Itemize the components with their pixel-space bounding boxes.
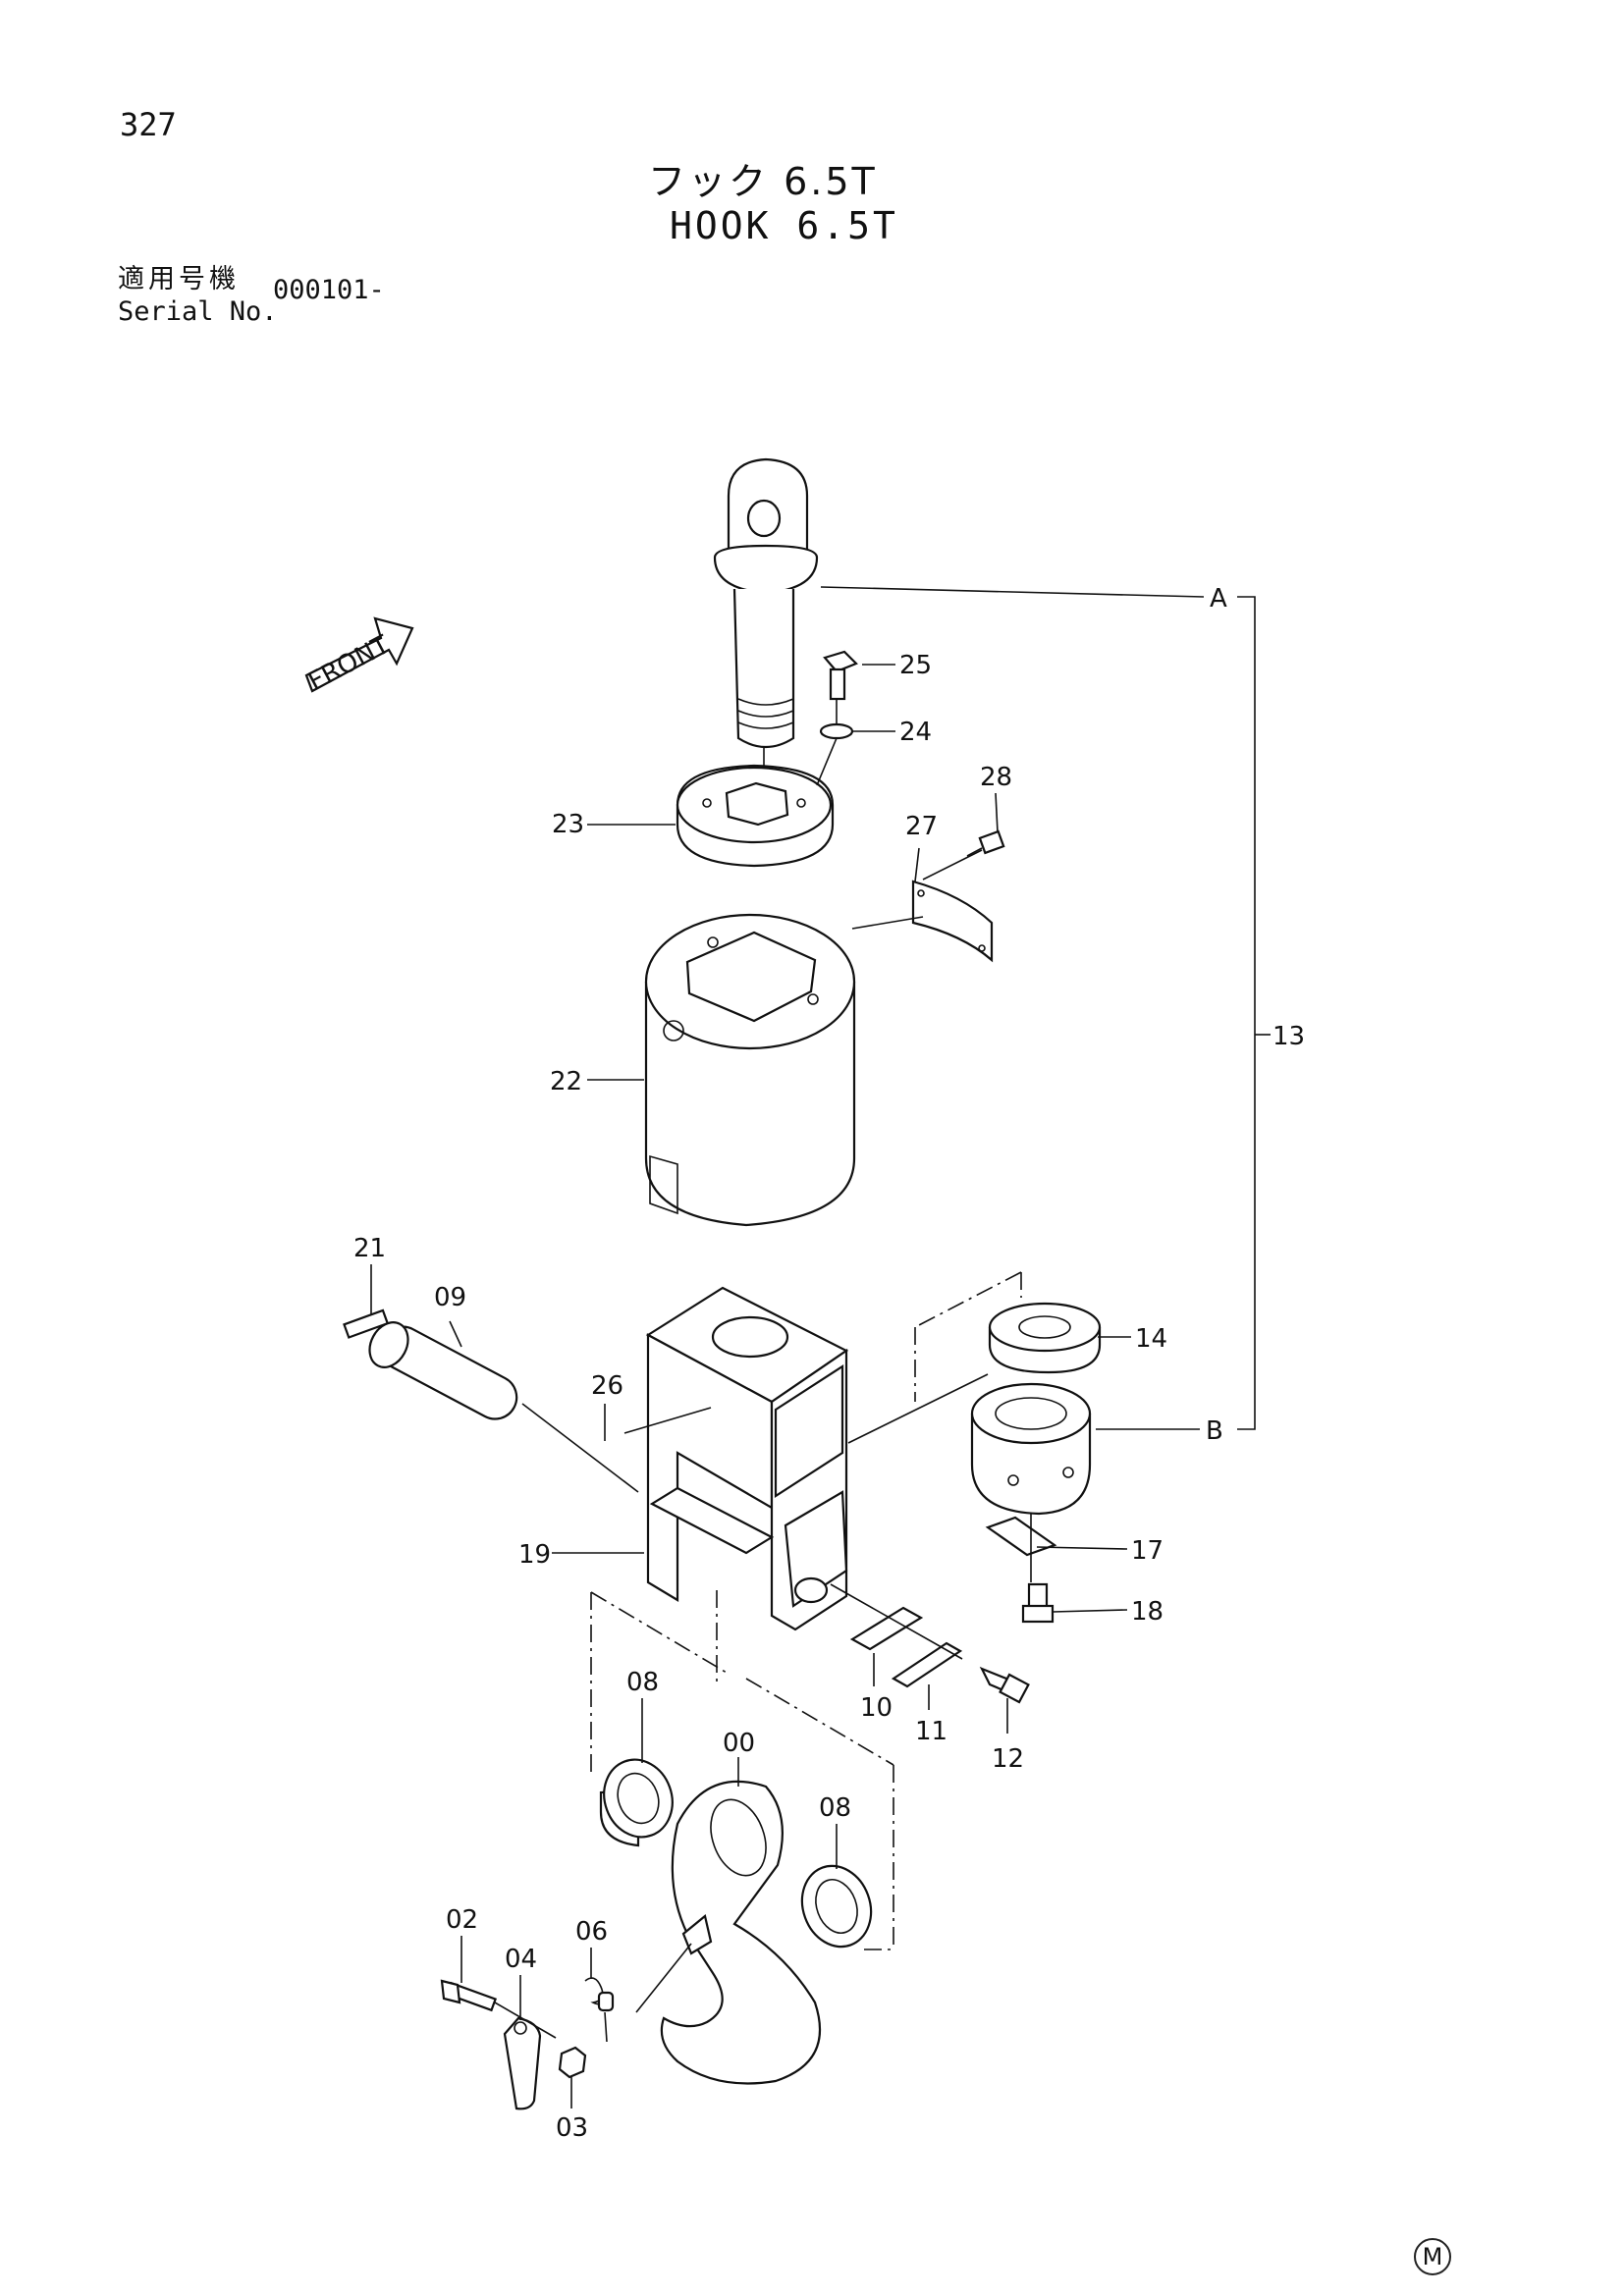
callout-24: 24 [899,718,932,747]
title-japanese: フック 6.5T [648,160,878,203]
screw-28 [966,829,1005,857]
eye-bolt [713,457,819,749]
callout-10: 10 [860,1693,893,1723]
callout-12: 12 [992,1744,1024,1774]
callout-09: 09 [434,1283,466,1312]
serial-number-value: 000101- [273,275,385,305]
callout-25: 25 [899,651,932,680]
bolt-12 [979,1666,1030,1704]
reference-b: B [1206,1416,1223,1446]
latch-04 [503,2016,542,2110]
serial-label-english: Serial No. [118,296,278,327]
bolt-18 [1021,1582,1055,1624]
front-arrow-label: FRONT [303,630,395,697]
callout-08-right: 08 [819,1793,851,1823]
callout-18: 18 [1131,1597,1164,1627]
retainer-plate [676,764,835,868]
bushing-right [800,1864,873,1949]
bolt-25 [823,650,858,701]
hook-body [660,1780,822,2085]
callout-14: 14 [1135,1324,1167,1354]
callout-28: 28 [980,763,1012,792]
bolt-02 [440,1979,498,2012]
callout-13: 13 [1272,1022,1305,1051]
front-arrow: FRONT [303,616,414,697]
callout-23: 23 [552,810,584,839]
thrust-bearing [988,1302,1102,1374]
bearing-seat [970,1382,1092,1516]
key-21 [343,1308,390,1339]
callout-17: 17 [1131,1536,1164,1566]
lock-plate-10 [849,1606,924,1651]
reference-a: A [1210,584,1227,614]
callout-27: 27 [905,812,938,841]
lock-plate-17 [985,1516,1057,1557]
name-plate [911,880,994,963]
pin-09 [368,1321,518,1420]
callout-leader-lines [370,664,1131,2109]
callout-02: 02 [446,1905,478,1935]
callout-21: 21 [353,1234,386,1263]
lock-plate-11 [891,1641,963,1688]
hook-cover [644,913,856,1227]
hook-block-frame [645,1286,849,1631]
callout-08-left: 08 [626,1668,659,1697]
callout-06: 06 [575,1917,608,1947]
footer-mark: M [1414,2238,1451,2275]
callout-03: 03 [556,2113,588,2143]
callout-00: 00 [723,1729,755,1758]
callout-04: 04 [505,1945,537,1974]
callout-11: 11 [915,1717,947,1746]
callout-labels: 25 24 23 28 27 22 A 13 B 21 09 26 19 14 … [353,584,1305,2143]
serial-label-japanese: 適用号機 [118,264,240,294]
washer-24 [819,722,854,740]
bushing-left [599,1758,674,1847]
spring-06 [584,1977,615,2043]
assembly-center-lines [494,699,1032,2039]
callout-19: 19 [518,1540,551,1570]
page-number: 327 [120,106,177,143]
nut-03 [558,2046,587,2079]
callout-26: 26 [591,1371,623,1401]
reference-bracket-13 [820,586,1271,1430]
title-english: HOOK 6.5T [670,204,898,247]
callout-22: 22 [550,1067,582,1096]
